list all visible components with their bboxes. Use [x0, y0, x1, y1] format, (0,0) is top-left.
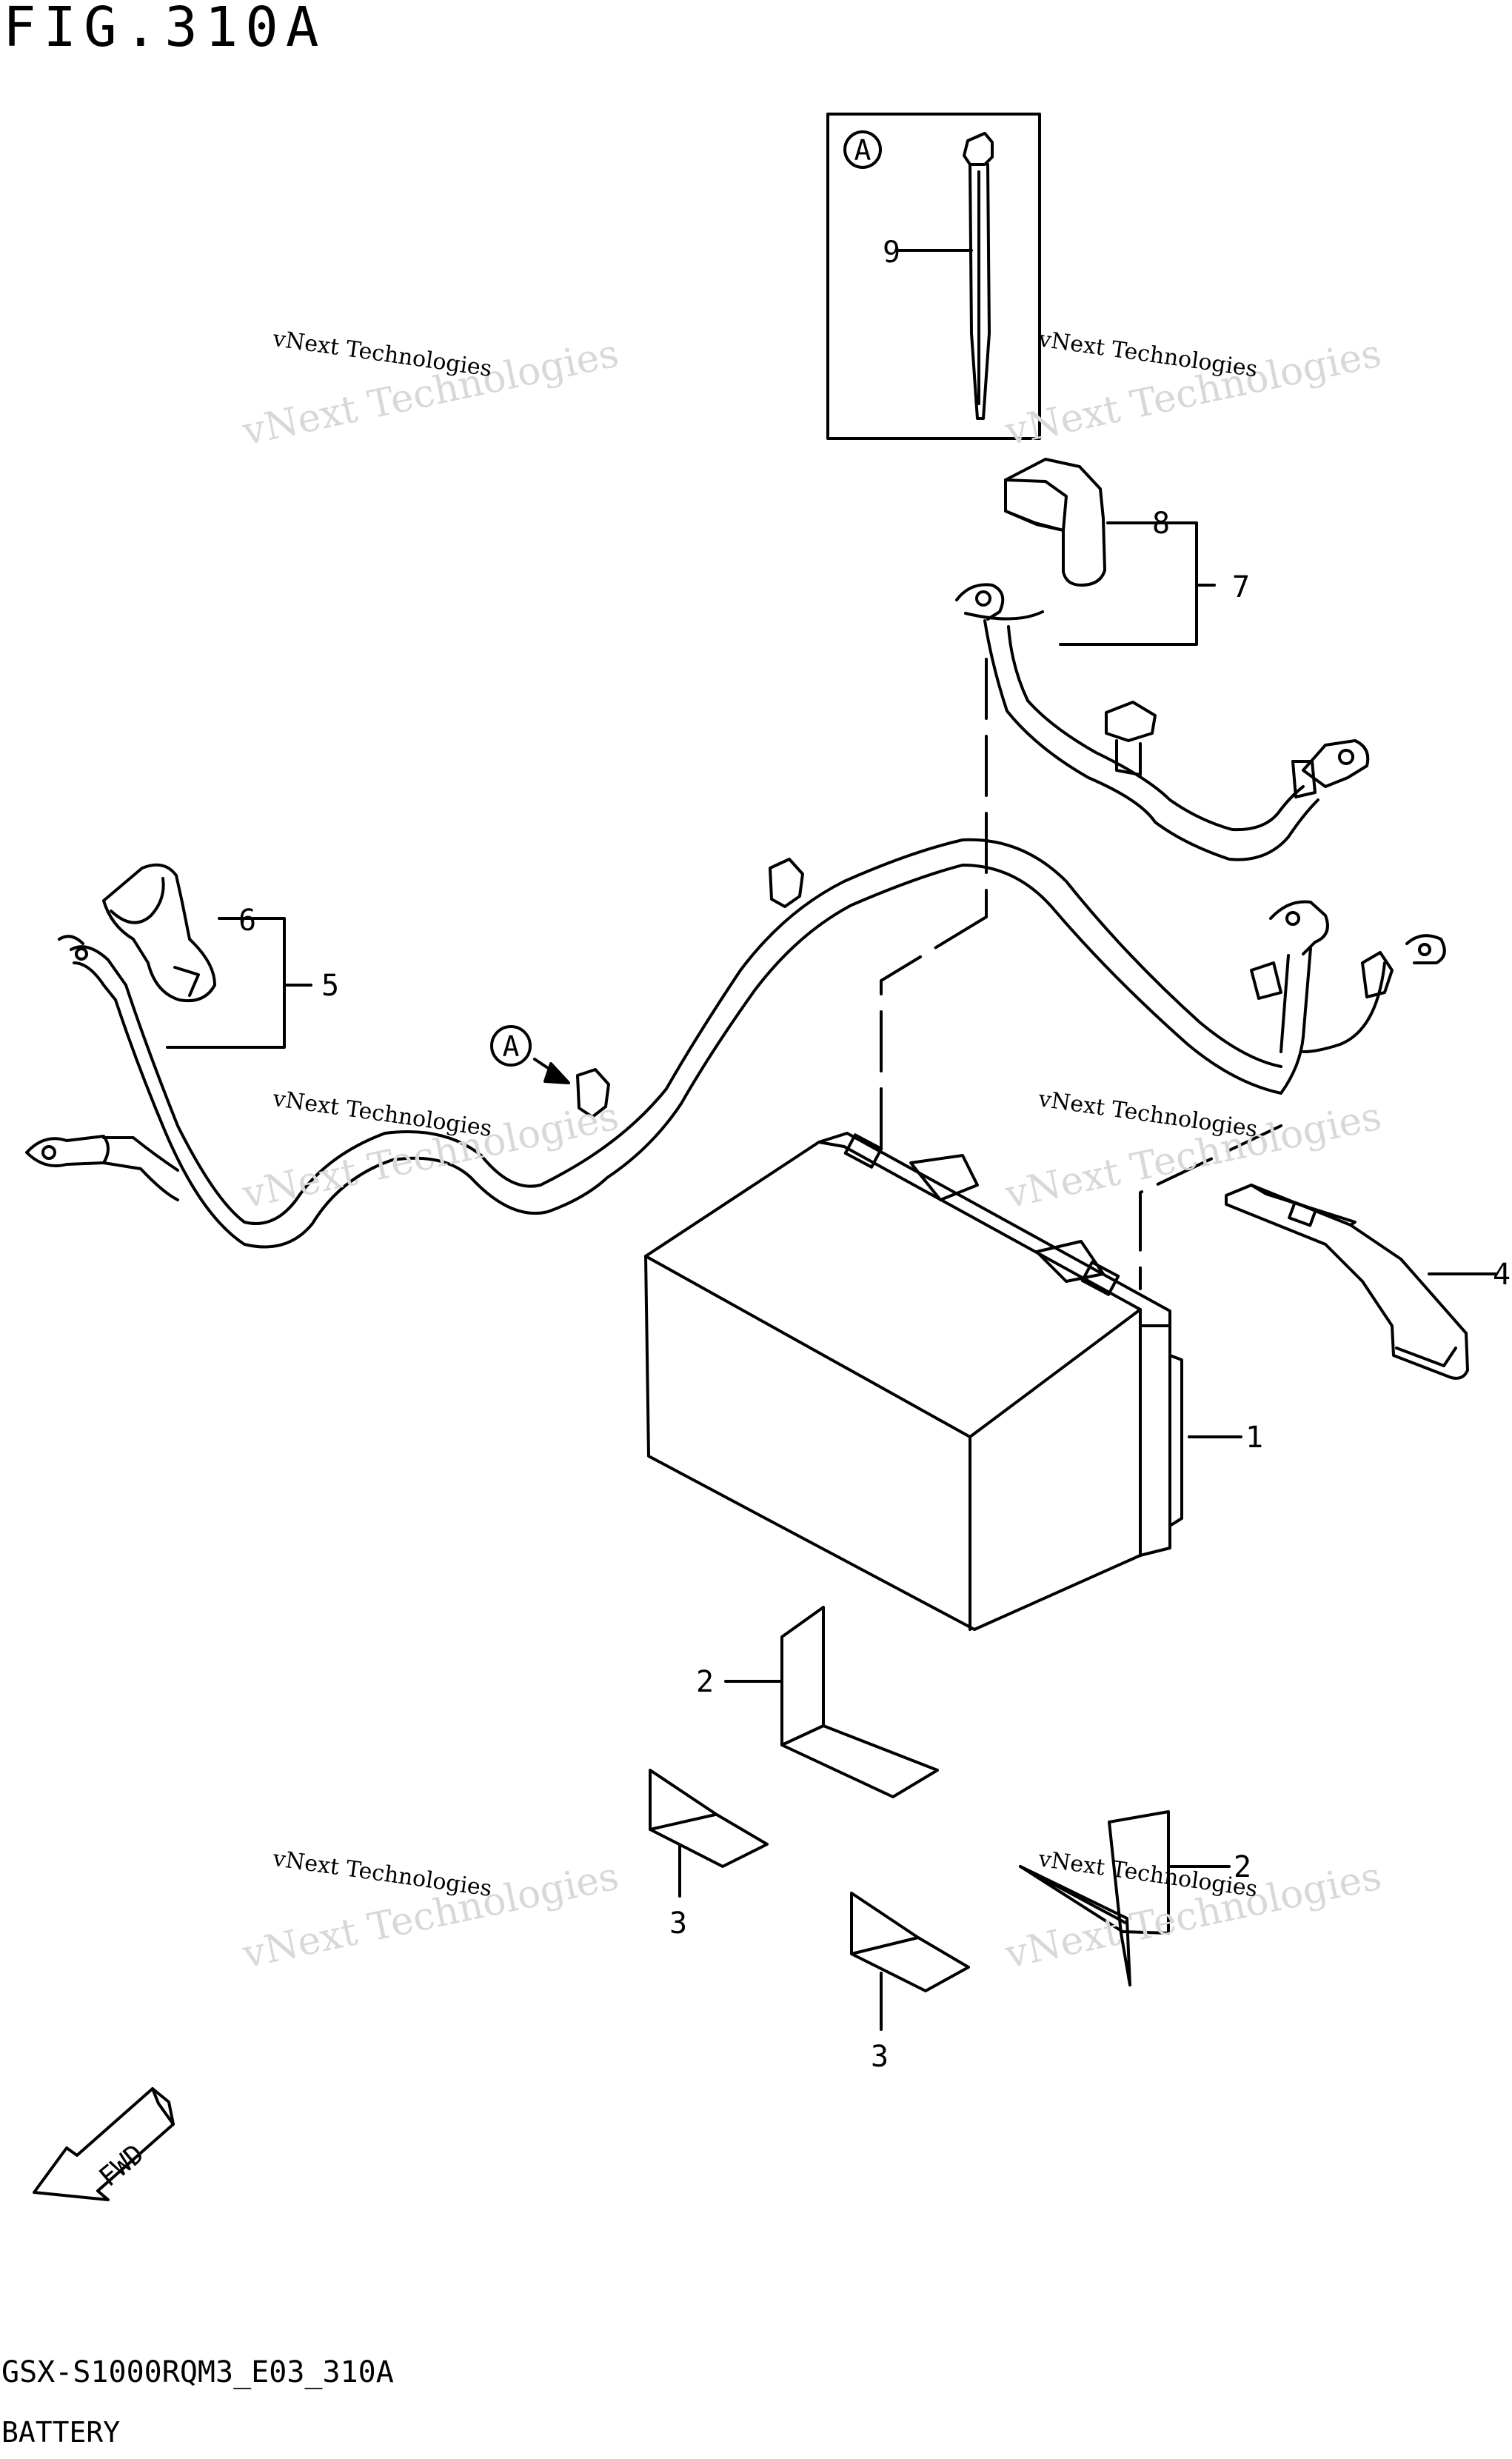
leader-6-5: [166, 917, 286, 1049]
fwd-arrow-label: FWD: [93, 2138, 150, 2192]
callout-9[interactable]: 9: [883, 236, 900, 270]
callout-1[interactable]: 1: [1245, 1421, 1263, 1455]
detail-box-a: [826, 113, 1041, 440]
fwd-arrow-icon: [33, 2087, 175, 2201]
callout-5[interactable]: 5: [321, 969, 339, 1003]
part-5-negative-cable[interactable]: [25, 838, 1446, 1249]
watermark-mid-right: vNext Technologies vNext Technologies: [1001, 1086, 1385, 1217]
detail-marker-label: A: [854, 134, 872, 167]
callout-6[interactable]: 6: [238, 904, 256, 938]
part-4-battery-band[interactable]: [1225, 1184, 1469, 1380]
part-2-cushion-upper[interactable]: [780, 1606, 939, 1798]
part-1-battery[interactable]: [644, 1132, 1183, 1631]
callout-4[interactable]: 4: [1493, 1258, 1511, 1292]
watermark-text-small: vNext Technologies: [1036, 1086, 1259, 1142]
figure-title: FIG.310A: [3, 0, 327, 59]
watermark-top-right: vNext Technologies vNext Technologies: [1001, 326, 1385, 454]
callout-7[interactable]: 7: [1232, 570, 1250, 604]
part-2-cushion-right[interactable]: [1019, 1810, 1170, 1986]
reference-marker-label: A: [503, 1030, 520, 1063]
reference-marker-a: [490, 1025, 558, 1075]
drawing-code: GSX-S1000RQM3_E03_310A: [1, 2355, 394, 2389]
part-7-positive-cable[interactable]: [955, 583, 1370, 861]
callout-2-upper[interactable]: 2: [696, 1665, 714, 1699]
drawing-name: BATTERY: [1, 2416, 121, 2449]
callout-2-right[interactable]: 2: [1234, 1850, 1251, 1884]
watermark-text-small: vNext Technologies: [270, 326, 493, 382]
callout-3-left[interactable]: 3: [669, 1906, 687, 1941]
part-3-spacer-left[interactable]: [649, 1769, 769, 1868]
part-9-cable-tie[interactable]: [963, 132, 994, 420]
part-8-terminal-cover[interactable]: [1004, 458, 1106, 587]
watermark-top-left: vNext Technologies vNext Technologies: [238, 326, 623, 455]
reference-arrow: [543, 1062, 570, 1084]
callout-3-lower[interactable]: 3: [871, 2040, 889, 2074]
watermark-text-small: vNext Technologies: [1036, 326, 1259, 382]
watermark-bottom-left: vNext Technologies vNext Technologies: [238, 1846, 623, 1978]
assembly-leaders: [880, 658, 1282, 1290]
part-6-cable-boot[interactable]: [102, 863, 216, 1002]
watermark-text-small: vNext Technologies: [270, 1846, 493, 1902]
part-3-spacer-lower[interactable]: [850, 1892, 970, 1992]
callout-8[interactable]: 8: [1152, 507, 1170, 541]
watermark-mid-left: vNext Technologies vNext Technologies: [238, 1086, 623, 1218]
